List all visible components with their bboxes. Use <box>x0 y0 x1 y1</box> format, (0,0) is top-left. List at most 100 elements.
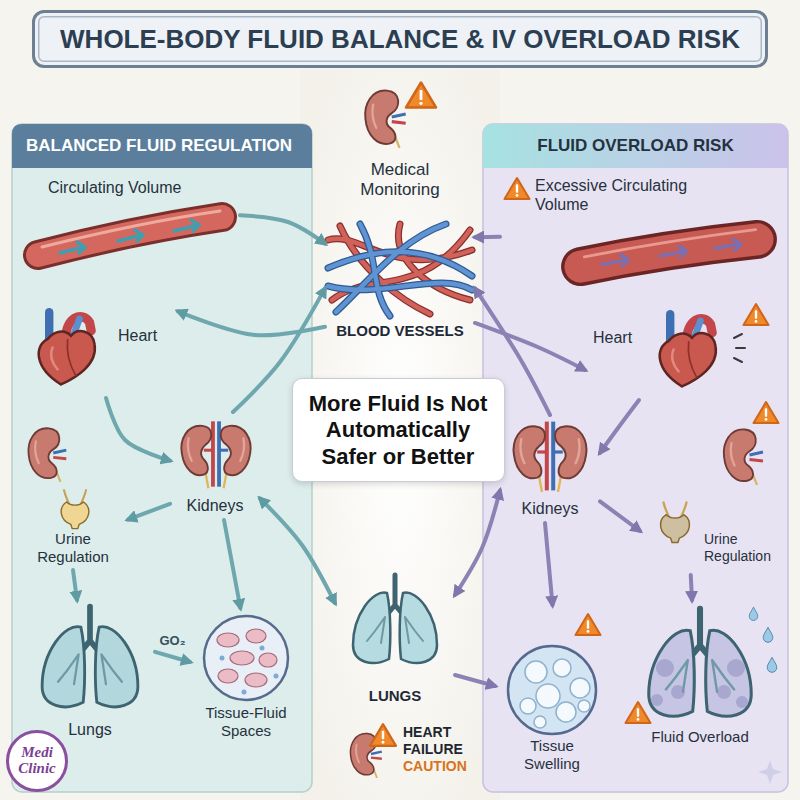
lungs-illustration <box>353 575 437 663</box>
node-label: Urine Regulation <box>28 530 118 566</box>
flow-arrow <box>455 491 500 595</box>
organ-node: Urine Regulation <box>18 486 128 570</box>
connector-group <box>73 215 692 686</box>
organ-node: Medical Monitoring <box>340 78 460 212</box>
page-title: WHOLE-BODY FLUID BALANCE & IV OVERLOAD R… <box>35 13 765 65</box>
tissue-illustration <box>204 616 288 700</box>
kidney-illustration <box>724 429 763 485</box>
droplet-icon <box>749 607 758 620</box>
node-label: Circulating Volume <box>48 178 228 197</box>
organ-node: Tissue Swelling <box>495 605 610 785</box>
organ-node: BLOOD VESSELS <box>325 218 475 346</box>
swollen-tissue-illustration <box>570 678 590 698</box>
region-panel: BALANCED FLUID REGULATIONCirculating Vol… <box>12 124 312 792</box>
organ-node: Heart <box>18 296 178 398</box>
bladder-illustration <box>61 489 89 528</box>
fluid-patches <box>651 659 748 708</box>
swollen-tissue-illustration <box>578 700 590 712</box>
strain-marks <box>734 334 745 362</box>
swollen-tissue-illustration <box>556 702 576 722</box>
vessel-mesh-illustration <box>328 224 472 314</box>
node-label: Medical Monitoring <box>340 160 460 201</box>
kidney-illustration <box>28 428 66 482</box>
node-label: LUNGS <box>335 687 455 705</box>
flow-arrow <box>600 501 640 531</box>
tissue-illustration <box>242 690 247 695</box>
tissue-illustration <box>259 653 277 667</box>
tissue-illustration <box>204 616 288 700</box>
vessel-mesh-illustration <box>328 224 472 314</box>
tissue-illustration <box>230 651 254 665</box>
kidneys-illustration <box>181 421 250 488</box>
node-label: Urine Regulation <box>704 531 784 565</box>
sparkle-mark <box>758 760 782 784</box>
flow-arrow <box>691 575 692 600</box>
organ-node: LUNGS <box>335 555 455 715</box>
vessel-mesh-illustration <box>328 224 472 316</box>
right-panel-ground <box>483 124 788 792</box>
droplet-icon <box>763 627 773 642</box>
tissue-illustration <box>246 629 266 643</box>
organ-node: Heart <box>585 300 765 400</box>
flow-arrow <box>475 323 585 370</box>
flow-arrow <box>600 400 639 453</box>
node-label: BLOOD VESSELS <box>325 322 475 340</box>
vessel-mesh-illustration <box>328 252 472 276</box>
vessel-mesh-illustration <box>360 224 390 316</box>
flow-arrow <box>155 652 190 662</box>
droplet-icon <box>767 657 777 672</box>
right-panel-ground <box>483 124 788 792</box>
message-box: More Fluid Is Not Automatically Safer or… <box>292 378 505 482</box>
organ-node: Kidneys <box>170 412 260 520</box>
tissue-illustration <box>220 656 225 661</box>
vessel-mesh-illustration <box>336 224 446 312</box>
node-label: Kidneys <box>500 499 600 518</box>
warning-icon <box>576 614 601 635</box>
vessel-illustration <box>38 211 222 255</box>
tissue-illustration <box>274 674 279 679</box>
bladder-illustration <box>661 501 690 542</box>
edge-label: GO₂ <box>157 633 189 648</box>
left-panel-ground <box>12 124 312 792</box>
right-panel-ground <box>483 124 788 168</box>
flow-arrow <box>178 311 325 335</box>
swollen-tissue-illustration <box>520 659 590 728</box>
organ-node: HEART FAILURECAUTION <box>345 718 482 790</box>
tissue-illustration <box>245 673 267 687</box>
node-label: Lungs <box>25 720 155 739</box>
lungs-illustration <box>42 607 138 707</box>
flow-arrow <box>240 215 325 243</box>
flow-arrow <box>73 570 77 600</box>
node-label: Kidneys <box>170 496 260 515</box>
swollen-vessel-illustration <box>581 230 758 267</box>
region-panel: FLUID OVERLOAD RISK Excessive Circulating… <box>483 124 788 792</box>
warning-icon <box>754 402 779 423</box>
node-label: More Fluid Is Not Automatically Safer or… <box>302 391 495 470</box>
flow-arrow <box>224 520 240 608</box>
flow-arrow <box>260 498 335 603</box>
organ-node: Lungs <box>25 600 155 748</box>
tissue-illustration <box>260 646 265 651</box>
node-label: Excessive Circulating Volume <box>535 176 725 214</box>
node-label: Medi Clinic <box>12 745 62 777</box>
node-label: Heart <box>118 326 174 345</box>
node-label: FLUID OVERLOAD RISK <box>483 124 788 168</box>
node-label: Fluid Overload <box>620 728 780 746</box>
node-label: Heart <box>593 328 649 347</box>
organ-node: Kidneys <box>500 415 600 523</box>
swollen-tissue-illustration <box>534 716 546 728</box>
swollen-tissue-illustration <box>536 684 560 708</box>
warning-icon <box>744 304 769 325</box>
warning-icon <box>626 702 651 723</box>
fluid-patches <box>736 696 748 708</box>
tissue-illustration <box>220 646 279 695</box>
organ-node: Circulating Volume <box>20 176 240 274</box>
organ-node: Tissue-Fluid Spaces <box>190 608 302 754</box>
organ-node: Excessive Circulating Volume <box>500 174 785 288</box>
warning-icon <box>406 83 436 108</box>
vessel-mesh-illustration <box>328 224 472 316</box>
warning-icon <box>370 724 396 746</box>
